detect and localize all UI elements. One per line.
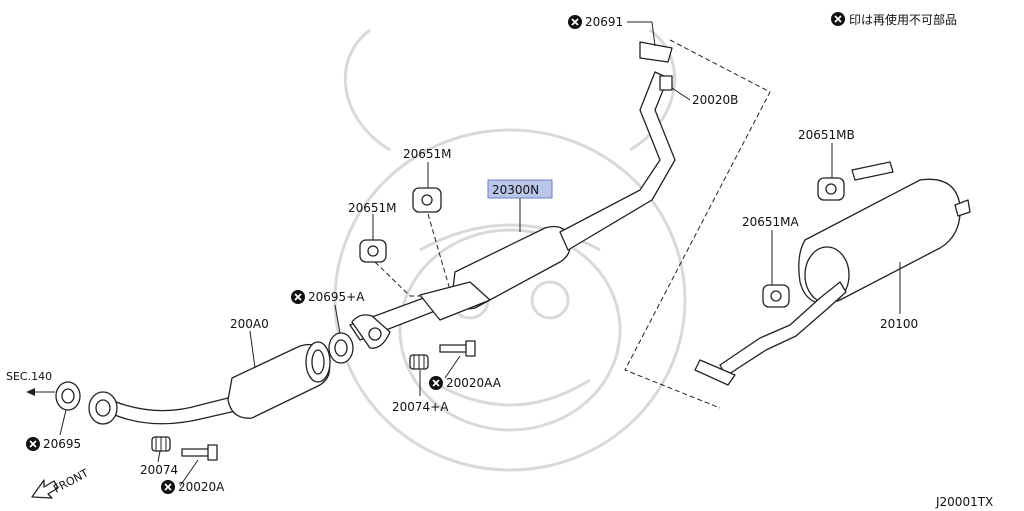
- x-circle-icon: [291, 290, 305, 304]
- main-muffler-20100: [694, 161, 971, 386]
- front-tube-200a0: [88, 341, 331, 425]
- rubber-mount-20651m-left: [359, 239, 387, 263]
- x-circle-icon: [161, 480, 175, 494]
- x-circle-icon: [568, 15, 582, 29]
- x-circle-icon: [26, 437, 40, 451]
- label-20651ma: 20651MA: [742, 215, 800, 229]
- label-20020a: 20020A: [178, 480, 225, 494]
- rubber-mount-20651ma: [762, 284, 790, 308]
- label-20651mb: 20651MB: [798, 128, 855, 142]
- spring-20074a: [409, 354, 429, 370]
- nut-20020b: [659, 75, 673, 91]
- label-20100: 20100: [880, 317, 918, 331]
- label-sec140: SEC.140: [6, 370, 52, 383]
- label-200a0: 200A0: [230, 317, 269, 331]
- front-arrow: [31, 479, 59, 499]
- label-20695: 20695: [43, 437, 81, 451]
- label-20074: 20074: [140, 463, 178, 477]
- label-front: FRONT: [51, 466, 91, 495]
- label-20020b: 20020B: [692, 93, 738, 107]
- center-pipe-20300n: [349, 41, 676, 349]
- dashed-boundary-center: [624, 39, 771, 409]
- label-20691: 20691: [585, 15, 623, 29]
- note-non-reusable: 印は再使用不可部品: [849, 12, 957, 27]
- rubber-mount-20651mb: [817, 177, 845, 201]
- label-20300n: 20300N: [492, 183, 539, 197]
- front-arrow-icon: [31, 479, 59, 499]
- dashed-leader-20651m-top: [427, 213, 451, 291]
- label-20651m-left: 20651M: [348, 201, 397, 215]
- label-20651m-top: 20651M: [403, 147, 452, 161]
- bolt-20020aa: [439, 340, 476, 357]
- sec140-arrow-icon: [26, 388, 35, 396]
- highlight-20300n: [487, 179, 553, 199]
- gasket-20695: [55, 381, 81, 411]
- label-20695a: 20695+A: [308, 290, 365, 304]
- x-circle-icon: [429, 376, 443, 390]
- spring-20074: [151, 436, 171, 452]
- gasket-20695a: [328, 332, 354, 364]
- leader-lines: [26, 21, 901, 487]
- x-circle-icon: [831, 12, 845, 26]
- drawing-id: J20001TX: [935, 495, 993, 509]
- label-20020aa: 20020AA: [446, 376, 502, 390]
- bolt-20020a: [181, 444, 218, 461]
- rubber-mount-20651m-top: [412, 187, 442, 213]
- label-20074a: 20074+A: [392, 400, 449, 414]
